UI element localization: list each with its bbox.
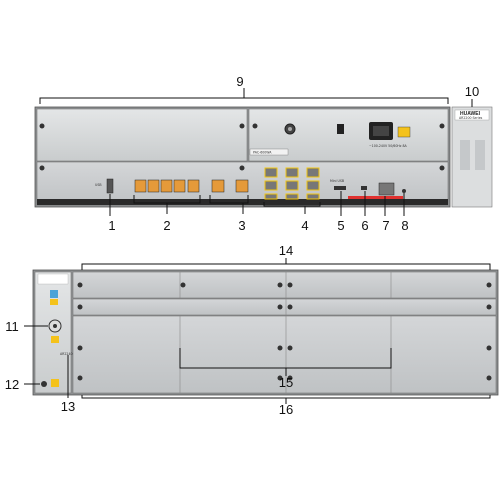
screw: [252, 123, 258, 129]
callout-14: 14: [279, 243, 293, 258]
callout-8: 8: [401, 218, 408, 233]
callout-16: 16: [279, 402, 293, 417]
ear-slot: [475, 140, 485, 170]
brand-name: HUAWEI: [460, 111, 481, 117]
esd-sticker: [50, 290, 58, 298]
callout-4: 4: [301, 218, 308, 233]
module-label: PAC-600WA: [253, 151, 272, 155]
ge-electrical-ports: [264, 167, 320, 200]
bottom-rail: [37, 199, 448, 205]
mounting-ear: [451, 106, 493, 208]
callout-5: 5: [337, 218, 344, 233]
callout-6: 6: [361, 218, 368, 233]
screw: [439, 165, 445, 171]
callout-3: 3: [238, 218, 245, 233]
callout-9: 9: [236, 74, 243, 89]
rear-slot-middle: [72, 298, 497, 316]
ge-ports: [211, 179, 249, 193]
callout-13: 13: [61, 399, 75, 414]
callout-2-bracket: [133, 195, 201, 214]
console-port: [378, 182, 395, 196]
screw: [239, 165, 245, 171]
ear-label: [454, 109, 490, 121]
usb-label: USB: [95, 183, 102, 187]
power-socket-inner: [373, 126, 389, 136]
rear-screws: [77, 282, 492, 381]
callout-11: 11: [5, 319, 19, 334]
callout-7: 7: [382, 218, 389, 233]
rear-slot-bottom: [72, 315, 497, 394]
callout-14-bracket: [81, 258, 491, 270]
power-switch: [337, 124, 344, 134]
ear-slot: [460, 140, 470, 170]
screw: [239, 123, 245, 129]
red-stripe: [348, 196, 403, 199]
ground-terminal-inner: [53, 324, 57, 328]
callout-15: 15: [279, 375, 293, 390]
esd-sticker: [50, 299, 58, 305]
rear-view: AR2240C 14 11: [5, 243, 499, 417]
screw: [39, 123, 45, 129]
card-slot: [334, 186, 346, 190]
callout-9-bracket: [39, 88, 449, 104]
ground-sticker: [51, 379, 59, 387]
rear-slot-top: [72, 271, 497, 299]
board-label: AR2240C: [60, 352, 76, 356]
ground-sticker: [51, 336, 59, 343]
series-name: AR2200 Series: [459, 116, 483, 120]
callout-15-bracket: [179, 348, 392, 376]
reset-button: [402, 189, 406, 193]
mini-usb-label: Mini USB: [330, 179, 344, 183]
ground-screw: [41, 381, 47, 387]
screw: [39, 165, 45, 171]
module-label-plate: [249, 148, 289, 156]
callout-1: 1: [108, 218, 115, 233]
callout-4-bracket: [263, 202, 321, 214]
callout-12: 12: [5, 377, 19, 392]
usb-port: [106, 178, 114, 194]
callout-3-bracket: [209, 195, 249, 214]
warning-sticker: [397, 126, 411, 138]
power-rating: ~100-240V 50/60Hz 8A: [369, 144, 407, 148]
rear-label-strip: [37, 273, 69, 285]
mini-usb-port: [361, 186, 367, 190]
screw: [439, 123, 445, 129]
callout-10: 10: [465, 84, 479, 99]
handle-hole: [288, 127, 292, 131]
callout-2: 2: [163, 218, 170, 233]
callout-16-bracket: [81, 395, 491, 404]
front-view: ~100-240V 50/60Hz 8A PAC-600WA USB: [34, 74, 493, 233]
combo-ports: [134, 179, 200, 193]
upper-slot-cover-left: [36, 108, 248, 162]
